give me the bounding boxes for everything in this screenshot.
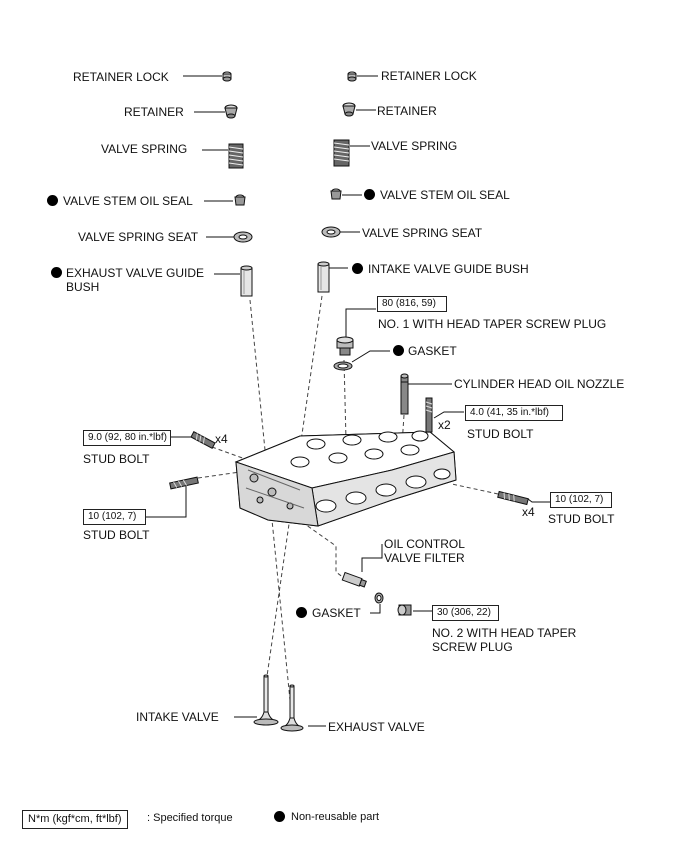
cylinder-head-oil-nozzle-part [400,373,409,415]
label-valve-spring-left: VALVE SPRING [101,142,188,156]
label-exhaust-guide-line1: EXHAUST VALVE GUIDE [66,266,205,280]
label-no2-plug-line1: NO. 2 WITH HEAD TAPER [432,626,577,640]
label-valve-spring-seat-left: VALVE SPRING SEAT [78,230,199,244]
stud-bolt-left-lower-part [169,476,199,490]
torque-box-stud-right-lower: 10 (102, 7) [550,492,612,508]
dash-ocv-filter [301,521,345,579]
dash-stud-left-lower [197,471,241,479]
gasket-upper-part [333,361,353,371]
retainer-lock-right-part [347,71,357,82]
label-exhaust-valve: EXHAUST VALVE [328,720,425,734]
label-valve-spring-seat-right: VALVE SPRING SEAT [362,226,483,240]
stud-bolt-right-upper-part [425,397,433,433]
leader-stud-left-lower [138,484,187,518]
oil-control-valve-filter-part [341,571,367,588]
nonreusable-marker-oil-seal-right [364,189,375,200]
label-no2-plug-line2: SCREW PLUG [432,640,513,654]
legend-nonreusable-text: Non-reusable part [291,811,380,823]
quantity-x2: x2 [438,418,451,432]
retainer-left-part [224,104,238,119]
legend-torque-text: : Specified torque [147,812,233,824]
valve-spring-left-part [228,143,244,169]
torque-box-stud-right-upper: 4.0 (41, 35 in.*lbf) [465,405,563,421]
label-gasket-lower: GASKET [312,606,361,620]
label-stud-bolt-right-upper: STUD BOLT [467,427,534,441]
label-stud-bolt-right-lower: STUD BOLT [548,512,615,526]
label-intake-guide: INTAKE VALVE GUIDE BUSH [368,262,529,276]
valve-spring-seat-left-part [233,231,253,243]
dash-no1-plug [343,359,347,441]
cylinder-head-assembly [234,430,457,527]
stud-bolt-left-upper-part [190,431,216,449]
quantity-x4-left: x4 [215,432,228,446]
dash-stud-right-lower [451,483,499,495]
nonreusable-marker-intake-guide [352,263,363,274]
label-no1-plug: NO. 1 WITH HEAD TAPER SCREW PLUG [378,317,607,331]
label-gasket-upper: GASKET [408,344,457,358]
dash-exhaust [249,299,291,701]
legend-torque-box: N*m (kgf*cm, ft*lbf) [22,810,128,829]
exhaust-valve-guide-bush-part [240,265,253,297]
label-exhaust-guide-line2: BUSH [66,280,100,294]
label-ocv-filter-line1: OIL CONTROL [384,537,465,551]
stud-bolt-right-lower-part [497,490,529,506]
label-retainer-left: RETAINER [124,105,184,119]
label-valve-stem-oil-seal-left: VALVE STEM OIL SEAL [63,194,193,208]
intake-valve-part [253,674,279,726]
dash-oil-nozzle [401,414,405,446]
retainer-lock-left-part [222,71,232,82]
dash-stud-left-upper [211,446,249,461]
leader-stud-right-lower [527,498,550,503]
nonreusable-marker-exhaust-guide [51,267,62,278]
label-intake-valve: INTAKE VALVE [136,710,219,724]
no2-taper-screw-plug-part [397,604,412,616]
leader-gasket-upper [351,350,390,363]
leader-gasket-lower [370,604,381,614]
leader-ocv-filter [361,544,383,572]
exhaust-valve-part [280,684,304,732]
torque-box-no2-plug: 30 (306, 22) [432,605,499,621]
no1-taper-screw-plug-part [336,336,354,356]
valve-spring-right-part [333,139,350,167]
label-stud-bolt-left-upper: STUD BOLT [83,452,150,466]
quantity-x4-right: x4 [522,505,535,519]
label-valve-stem-oil-seal-right: VALVE STEM OIL SEAL [380,188,510,202]
label-retainer-lock-right: RETAINER LOCK [381,69,477,83]
valve-stem-oil-seal-left-part [234,194,246,206]
nonreusable-marker-gasket-lower [296,607,307,618]
label-retainer-lock-left: RETAINER LOCK [73,70,169,84]
label-retainer-right: RETAINER [377,104,437,118]
leader-stud-right-upper [433,411,464,419]
label-valve-spring-right: VALVE SPRING [371,139,458,153]
torque-box-stud-left-lower: 10 (102, 7) [83,509,146,525]
torque-box-no1-plug: 80 (816, 59) [377,296,447,312]
gasket-lower-part [374,592,384,604]
retainer-right-part [342,102,356,117]
label-oil-nozzle: CYLINDER HEAD OIL NOZZLE [454,377,625,391]
torque-box-stud-left-upper: 9.0 (92, 80 in.*lbf) [83,430,171,446]
valve-spring-seat-right-part [321,226,341,238]
intake-valve-guide-bush-part [317,261,330,293]
nonreusable-marker-oil-seal-left [47,195,58,206]
label-ocv-filter-line2: VALVE FILTER [384,551,465,565]
leader-no1-plug [345,308,376,338]
legend-nonreusable-marker [274,811,285,822]
nonreusable-marker-gasket-upper [393,345,404,356]
valve-stem-oil-seal-right-part [330,188,342,200]
label-stud-bolt-left-lower: STUD BOLT [83,528,150,542]
